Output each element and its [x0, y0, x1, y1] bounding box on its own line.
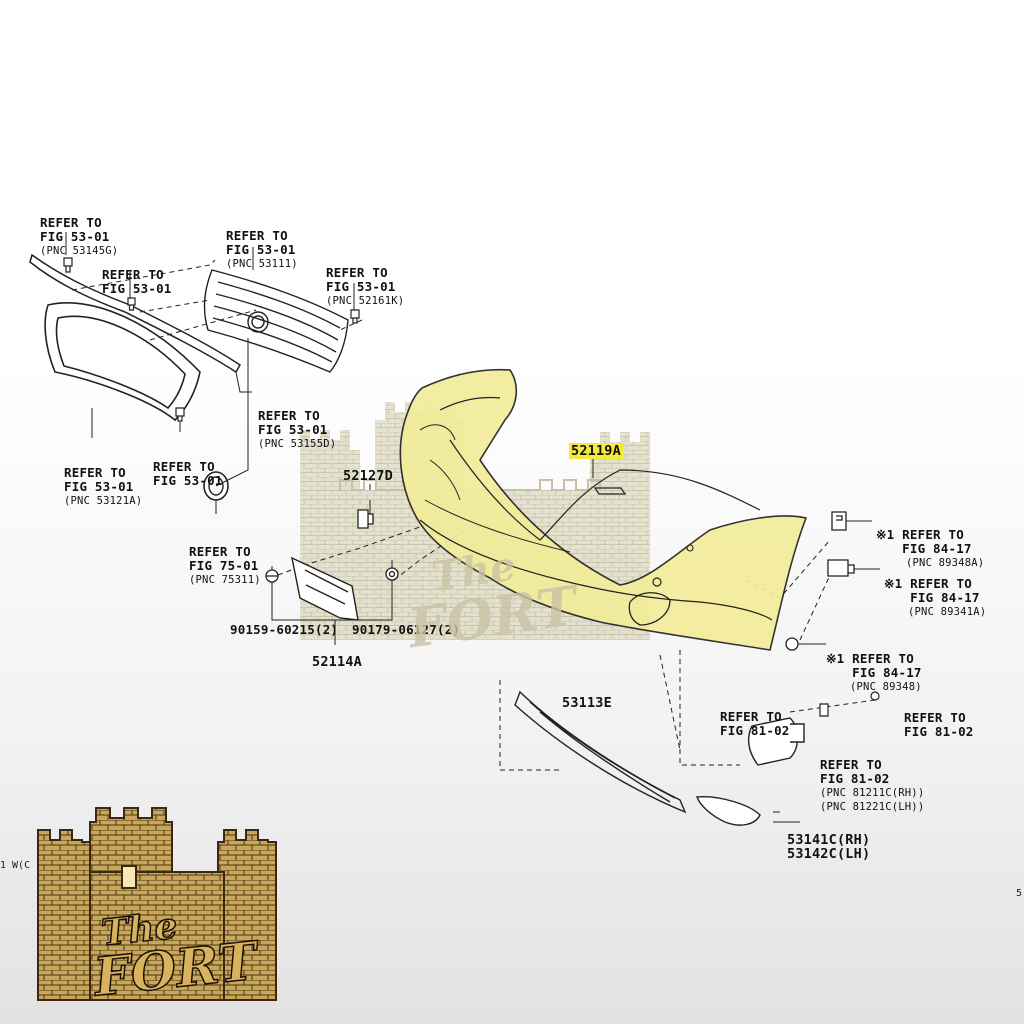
- part-number-license-bracket: 52114A: [312, 654, 362, 670]
- part-number-nut: 90179-06127(2): [352, 622, 461, 637]
- part-number-bolt: 90159-60215(2): [230, 622, 339, 637]
- callout-sensor-retainer: ※1 REFER TO※1 FIG 84-17(PNC 89348): [826, 651, 922, 694]
- license-bracket: [291, 556, 359, 621]
- grille-frame: [44, 302, 201, 422]
- logo-text: The FORT: [90, 904, 260, 1009]
- lower-grille: [514, 690, 687, 814]
- clips: [63, 257, 360, 422]
- callout-sensor: ※1 REFER TO※1 FIG 84-17(PNC 89341A): [884, 576, 987, 619]
- callout-sensor-bracket: ※1 REFER TO※1 FIG 84-17(PNC 89348A): [876, 527, 985, 570]
- sensor-parts: [785, 511, 855, 651]
- fog-lamp-cover: [696, 796, 761, 826]
- fog-bracket-screw: [819, 691, 880, 717]
- edge-text-left: 1 W(C: [0, 860, 31, 871]
- leader-lines: [65, 232, 880, 823]
- side-retainer: [357, 509, 374, 529]
- part-number-side-retainer: 52127D: [343, 468, 393, 484]
- part-number-fog-cover: 53141C(RH)53142C(LH): [787, 832, 871, 862]
- the-fort-logo: [37, 807, 277, 1001]
- part-number-bumper-cover: 52119A: [569, 443, 623, 459]
- part-number-lower-grille: 53113E: [562, 695, 612, 711]
- bolt-nut: [265, 567, 399, 583]
- edge-text-right: 5: [1016, 888, 1023, 899]
- dashed-lines: [71, 259, 876, 771]
- front-bumper-cover: [399, 368, 808, 651]
- fog-lamp: [747, 717, 805, 766]
